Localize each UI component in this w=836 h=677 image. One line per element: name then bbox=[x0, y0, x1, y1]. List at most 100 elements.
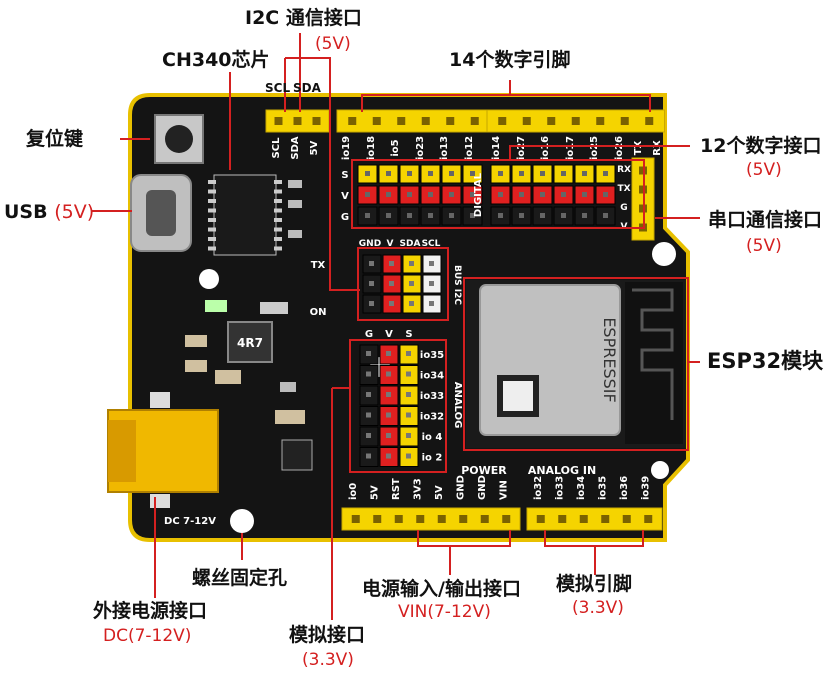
mount-hole-top-right bbox=[652, 242, 676, 266]
digital-pin bbox=[407, 192, 412, 197]
silk-bus-i2c-pin: GND bbox=[359, 239, 381, 249]
ch340-leg bbox=[274, 180, 282, 184]
bus-i2c-pin bbox=[409, 281, 414, 286]
digital-pin bbox=[449, 213, 454, 218]
silk-top-pin: io16 bbox=[540, 136, 551, 160]
silk-digital: DIGITAL bbox=[473, 172, 484, 217]
ch340-leg bbox=[274, 246, 282, 251]
digital-header-right-socket-hole bbox=[547, 117, 556, 125]
dc-jack-pin bbox=[150, 392, 170, 408]
silk-top-pin: RX bbox=[652, 140, 663, 156]
label-i2c-voltage: (5V) bbox=[315, 34, 351, 54]
analog-pin bbox=[386, 351, 391, 356]
ch340-chip bbox=[213, 174, 277, 256]
analog-in-header-socket bbox=[526, 507, 663, 531]
analog-in-header-socket-hole bbox=[536, 515, 545, 523]
digital-pin bbox=[470, 192, 475, 197]
box-digital12 bbox=[351, 159, 645, 229]
bus-i2c-pin bbox=[429, 261, 434, 266]
silk-bus-i2c-pin: SDA bbox=[400, 239, 421, 249]
ch340-leg bbox=[274, 199, 282, 203]
ch340-leg bbox=[208, 237, 216, 241]
silk-tx: TX bbox=[311, 260, 326, 271]
silk-svg-row: G bbox=[341, 212, 349, 223]
power-header-socket-hole bbox=[480, 515, 489, 523]
smd-component bbox=[215, 370, 241, 384]
silk-top-pin: io5 bbox=[390, 139, 401, 156]
digital-pin bbox=[449, 171, 454, 176]
label-power-ext: 外接电源接口 bbox=[93, 600, 208, 622]
silk-power-pin: io0 bbox=[348, 483, 359, 500]
digital-pin bbox=[561, 192, 566, 197]
power-header-socket-hole bbox=[373, 515, 382, 523]
digital-pin bbox=[386, 213, 391, 218]
digital-pin bbox=[582, 192, 587, 197]
analog-pin bbox=[386, 433, 391, 438]
esp32-antenna-trace bbox=[632, 288, 674, 420]
line-digital14 bbox=[361, 80, 651, 112]
silk-analog-pin: io 2 bbox=[422, 453, 443, 464]
mount-hole-bottom bbox=[230, 509, 254, 533]
label-esp32: ESP32模块 bbox=[707, 349, 824, 373]
digital-header-left-socket-hole bbox=[397, 117, 406, 125]
bus-i2c-pin bbox=[389, 281, 394, 286]
silk-serial-pin: RX bbox=[617, 165, 631, 175]
silk-serial-pin: G bbox=[620, 203, 627, 213]
power-header-socket-hole bbox=[351, 515, 360, 523]
label-usb-text: USB bbox=[4, 201, 48, 223]
analog-pin bbox=[386, 412, 391, 418]
label-power-io: 电源输入/输出接口 bbox=[362, 578, 521, 600]
silk-on: ON bbox=[310, 307, 327, 318]
silk-power-pin: RST bbox=[391, 478, 402, 500]
silk-power-pin: GND bbox=[477, 475, 488, 500]
digital-pin bbox=[470, 171, 475, 176]
digital-pin bbox=[365, 171, 370, 176]
smd-component bbox=[288, 180, 302, 188]
digital-header-right-socket-hole bbox=[620, 117, 629, 125]
silk-top-pin: TX bbox=[633, 140, 644, 155]
bus-i2c-pin bbox=[429, 301, 434, 306]
digital-header-left-socket-hole bbox=[470, 117, 479, 125]
digital-pin bbox=[561, 213, 566, 218]
silk-analog: ANALOG bbox=[452, 382, 463, 429]
digital-pin bbox=[603, 213, 608, 218]
silk-svg-row: S bbox=[341, 170, 348, 181]
line-analog bbox=[331, 387, 350, 620]
silk-power-pin: GND bbox=[456, 475, 467, 500]
analog-pin bbox=[406, 371, 411, 377]
voltage-regulator bbox=[281, 439, 313, 471]
smd-component bbox=[280, 382, 296, 392]
digital-pin bbox=[365, 192, 370, 197]
ch340-leg bbox=[208, 246, 216, 251]
digital-pin bbox=[540, 213, 545, 218]
smd-component bbox=[185, 335, 207, 347]
label-reset: 复位键 bbox=[26, 128, 84, 150]
dc-jack-front bbox=[108, 420, 136, 482]
silk-serial-pin: TX bbox=[617, 184, 630, 194]
ch340-leg bbox=[274, 189, 282, 194]
reset-button-cap bbox=[165, 125, 193, 153]
digital-header-left-socket-hole bbox=[372, 117, 381, 125]
silk-analog-header: S bbox=[405, 329, 412, 340]
digital-header-left-socket-hole bbox=[348, 117, 357, 125]
bus-i2c-pin bbox=[389, 301, 394, 306]
label-ch340: CH340芯片 bbox=[162, 49, 270, 71]
digital-pin bbox=[365, 213, 370, 218]
digital-pin bbox=[582, 213, 587, 218]
silk-analog-in-pin: io33 bbox=[555, 476, 566, 500]
digital-pin bbox=[428, 192, 433, 197]
line-analog-pins bbox=[544, 530, 644, 575]
i2c-header-socket-hole bbox=[312, 117, 321, 125]
silk-bus-i2c-pin: V bbox=[387, 239, 394, 249]
label-screw: 螺丝固定孔 bbox=[192, 567, 288, 589]
smd-component bbox=[185, 360, 207, 372]
label-power-ext-voltage: DC(7-12V) bbox=[103, 626, 192, 646]
bus-i2c-pin bbox=[369, 281, 374, 286]
mount-hole-bottom-right bbox=[651, 461, 669, 479]
silk-analog-header: G bbox=[365, 329, 373, 340]
bus-i2c-pin bbox=[369, 261, 374, 266]
label-serial: 串口通信接口 bbox=[708, 209, 823, 231]
silk-analog-in: ANALOG IN bbox=[528, 464, 596, 477]
silk-power-pin: 5V bbox=[370, 485, 381, 500]
